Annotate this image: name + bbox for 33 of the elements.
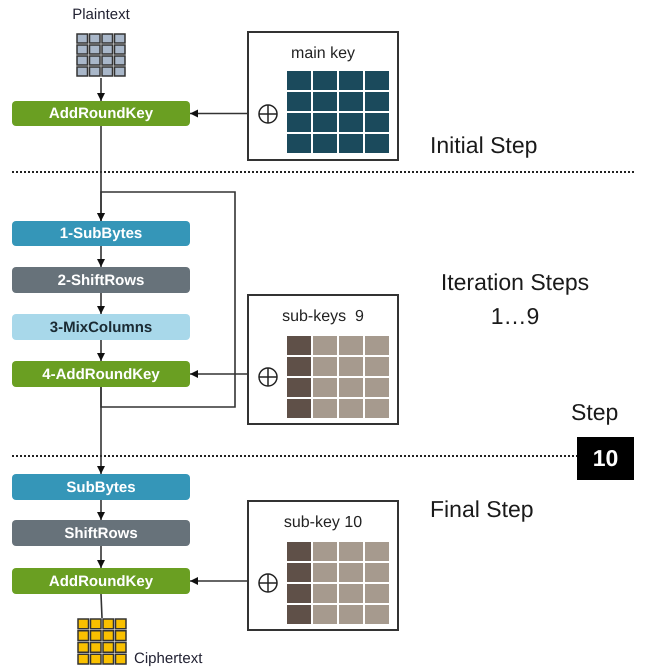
key-title: sub-keys 9 xyxy=(281,308,365,326)
connector-line xyxy=(100,594,103,618)
key-box xyxy=(247,294,399,425)
loop-arrow xyxy=(97,191,236,408)
process-box: AddRoundKey xyxy=(12,568,190,594)
process-box: 2-ShiftRows xyxy=(12,267,190,293)
section-label: Iteration Steps 1…9 xyxy=(440,268,590,331)
process-box: SubBytes xyxy=(12,474,190,500)
step-label: Step xyxy=(571,399,618,426)
process-box: 1-SubBytes xyxy=(12,221,190,246)
process-box: 4-AddRoundKey xyxy=(12,361,190,387)
process-box: 3-MixColumns xyxy=(12,314,190,340)
process-box: ShiftRows xyxy=(12,520,190,546)
arrow xyxy=(97,500,105,520)
arrow xyxy=(97,546,105,568)
arrow xyxy=(97,293,105,314)
section-label: Final Step xyxy=(430,495,534,524)
key-box xyxy=(247,31,399,161)
step-number-box: 10 xyxy=(577,437,634,480)
arrow xyxy=(190,577,247,585)
key-title: main key xyxy=(290,45,356,63)
ciphertext-label: Ciphertext xyxy=(134,650,202,667)
arrow xyxy=(97,78,105,101)
key-box xyxy=(247,500,399,631)
arrow xyxy=(97,246,105,267)
arrow xyxy=(97,340,105,361)
process-box: AddRoundKey xyxy=(12,101,190,126)
arrow xyxy=(190,110,247,118)
arrow xyxy=(97,387,105,474)
arrow xyxy=(190,370,247,378)
plaintext-label: Plaintext xyxy=(71,6,131,23)
key-title: sub-key 10 xyxy=(282,514,364,532)
section-label: Initial Step xyxy=(430,131,538,160)
